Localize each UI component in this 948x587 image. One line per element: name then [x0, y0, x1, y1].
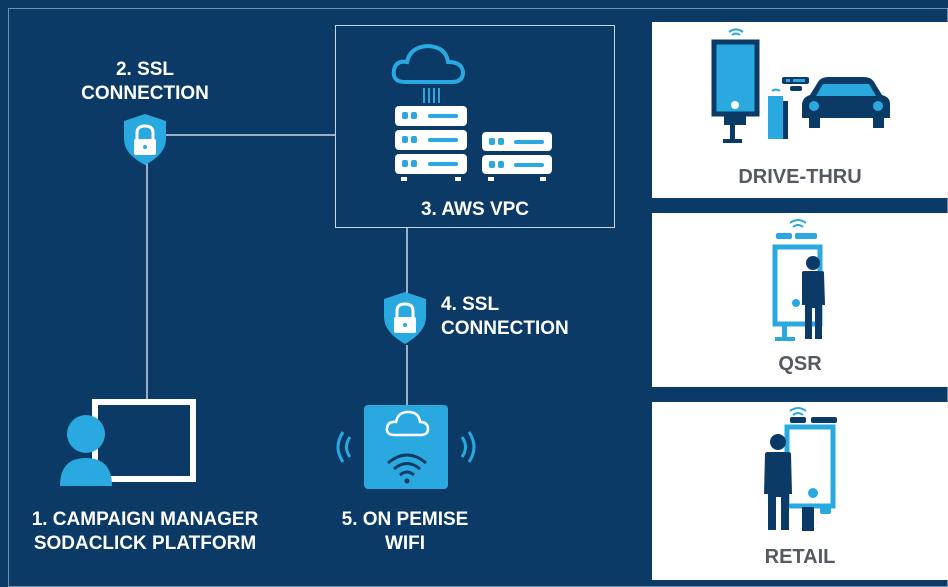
label-line: CONNECTION	[81, 83, 209, 104]
drive-thru-kiosk-car-icon	[711, 28, 890, 143]
aws-vpc-box	[335, 25, 615, 228]
label-line: SODACLICK PLATFORM	[33, 533, 257, 554]
retail-card: RETAIL	[652, 402, 948, 580]
label-line: WIFI	[384, 533, 426, 554]
drive-thru-card: DRIVE-THRU	[652, 22, 948, 198]
retail-kiosk-person-icon	[764, 407, 837, 531]
ssl-connection-label: 4. SSL CONNECTION	[441, 293, 611, 341]
panel-label: DRIVE-THRU	[738, 166, 862, 188]
wifi-label: 5. ON PEMISE WIFI	[320, 508, 490, 556]
campaign-manager-label: 1. CAMPAIGN MANAGER SODACLICK PLATFORM	[10, 508, 280, 556]
qsr-kiosk-person-icon	[772, 219, 825, 341]
ssl-connection-label: 2. SSL CONNECTION	[60, 58, 230, 106]
label-line: 2. SSL	[115, 59, 175, 80]
label-line: 1. CAMPAIGN MANAGER	[31, 509, 259, 530]
label-line: CONNECTION	[441, 318, 569, 339]
label-line: 3. AWS VPC	[420, 199, 530, 220]
panel-label: RETAIL	[764, 546, 836, 568]
aws-vpc-label: 3. AWS VPC	[335, 198, 615, 222]
panel-label: QSR	[778, 353, 822, 375]
qsr-card: QSR	[652, 213, 948, 387]
label-line: 5. ON PEMISE	[341, 509, 469, 530]
label-line: 4. SSL	[441, 294, 500, 315]
